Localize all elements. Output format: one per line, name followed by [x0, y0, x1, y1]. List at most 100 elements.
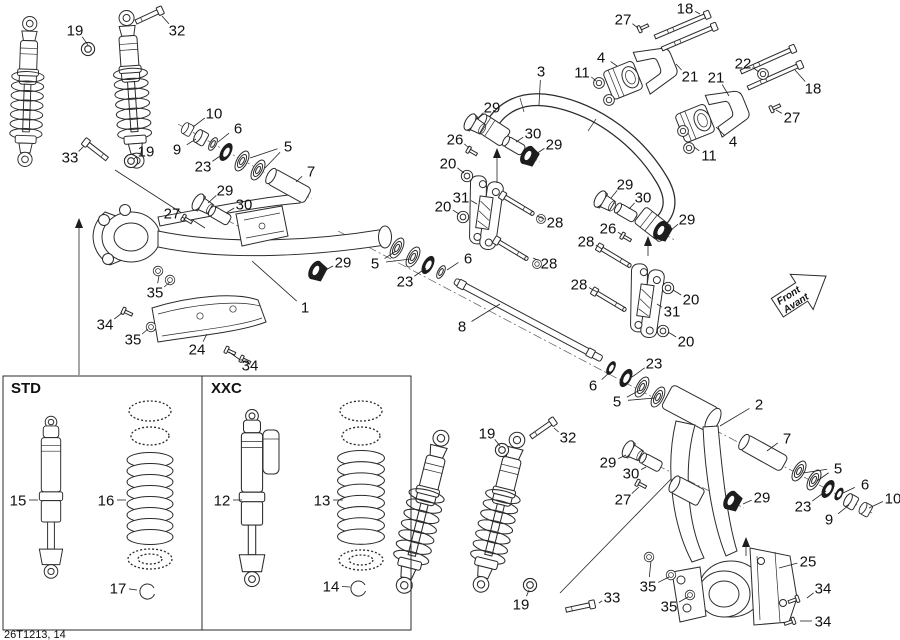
callout-label: 5	[371, 255, 379, 272]
stabilizer-clamp-assembly-left	[603, 47, 678, 100]
leader-line	[627, 397, 656, 401]
leader-line	[186, 138, 197, 146]
callout-label: 27	[164, 205, 181, 222]
callout-label: 8	[458, 318, 466, 335]
leader-line	[868, 501, 884, 509]
leader-line	[672, 289, 682, 296]
callout-label: 13	[314, 492, 331, 509]
callout-29: 29	[669, 211, 695, 232]
screw-27-top-left	[636, 21, 651, 34]
leader-line	[251, 260, 297, 302]
callout-10: 10	[868, 490, 900, 509]
leader-line	[414, 267, 427, 277]
callout-label: 10	[885, 490, 900, 507]
leader-line	[494, 439, 501, 447]
callout-14: 14	[323, 578, 351, 595]
callout-label: 32	[169, 22, 186, 39]
leader-line	[384, 250, 397, 259]
callout-label: 19	[67, 22, 84, 39]
leader-line	[81, 36, 89, 46]
callout-label: 35	[125, 331, 142, 348]
callout-label: 19	[138, 143, 155, 160]
std-box-label: STD	[11, 380, 41, 397]
leader-line	[802, 468, 828, 474]
callout-label: 6	[464, 250, 472, 267]
std-shock-15	[38, 415, 64, 579]
callout-label: 11	[701, 147, 717, 164]
leader-line	[628, 202, 635, 210]
callout-label: 20	[440, 155, 457, 172]
callout-27: 27	[615, 11, 639, 29]
callout-9: 9	[825, 504, 850, 528]
leader-line	[632, 23, 639, 29]
callout-label: 7	[307, 163, 315, 180]
callout-7: 7	[295, 163, 315, 183]
callout-30: 30	[623, 465, 647, 482]
callout-33: 33	[598, 589, 620, 606]
pivot-stack-top-left	[179, 121, 311, 227]
callout-label: 28	[547, 214, 564, 231]
callout-label: 22	[735, 55, 752, 72]
page-code: 26T1213, 14	[4, 629, 66, 640]
callout-19: 19	[67, 22, 89, 46]
callout-label: 34	[242, 357, 259, 374]
callout-label: 26	[447, 131, 464, 148]
callout-label: 14	[323, 578, 340, 595]
callout-1: 1	[251, 260, 309, 316]
callout-label: 23	[795, 498, 812, 515]
leader-line	[617, 231, 623, 236]
leader-line	[837, 504, 850, 515]
leader-line	[463, 143, 470, 149]
pivot-stack-bottom-right	[738, 433, 874, 518]
leader-line	[446, 262, 459, 271]
callout-29: 29	[323, 254, 351, 272]
callout-label: 29	[600, 454, 617, 471]
callout-label: 5	[834, 460, 842, 477]
callout-label: 6	[589, 377, 597, 394]
leader-line	[228, 351, 241, 361]
callout-label: 29	[617, 176, 634, 193]
leader-line	[181, 216, 186, 220]
leader-line	[618, 454, 627, 460]
rear-arm	[661, 385, 764, 623]
callout-label: 30	[236, 196, 253, 213]
leader-line	[667, 331, 677, 338]
leader-line	[141, 328, 149, 335]
callout-25: 25	[778, 553, 816, 570]
callout-label: 34	[815, 613, 832, 630]
shock-front-left	[8, 15, 47, 168]
shock-rear-right	[461, 416, 559, 597]
callout-12: 12	[214, 492, 242, 509]
leader-line	[157, 275, 160, 284]
callout-6: 6	[842, 476, 869, 494]
leader-line	[536, 215, 545, 220]
callout-27: 27	[164, 205, 186, 222]
leader-line	[648, 560, 652, 578]
leader-line	[470, 200, 478, 205]
inset-boxes: STD XXC	[2, 375, 412, 631]
callout-label: 19	[479, 425, 496, 442]
leader-line	[202, 333, 208, 342]
leader-line	[719, 408, 750, 427]
leader-line	[457, 167, 465, 174]
leader-line	[669, 223, 679, 232]
leader-line	[553, 427, 560, 433]
leader-line	[452, 209, 460, 215]
callout-29: 29	[742, 489, 770, 506]
callout-5: 5	[371, 250, 412, 272]
callout-label: 4	[729, 133, 737, 150]
callout-17: 17	[110, 580, 138, 597]
callout-label: 35	[147, 284, 164, 301]
nut-19-mid	[494, 442, 510, 458]
callout-6: 6	[589, 371, 611, 394]
leader-line	[695, 10, 701, 15]
callout-label: 5	[284, 138, 292, 155]
callout-label: 29	[546, 136, 563, 153]
leader-line	[532, 257, 539, 261]
callout-label: 29	[217, 182, 234, 199]
callout-label: 27	[615, 11, 632, 28]
callout-label: 24	[189, 341, 206, 358]
callout-16: 16	[98, 492, 126, 509]
